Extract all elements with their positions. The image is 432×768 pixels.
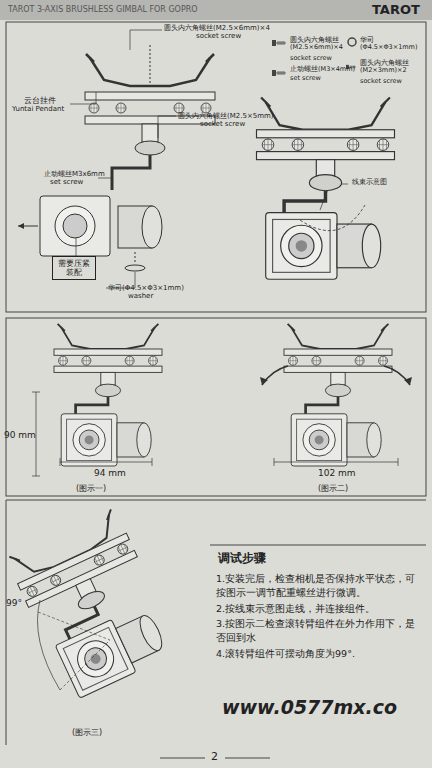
part-label: 2 [211,751,218,764]
part-label: (图示三) [72,728,102,737]
step-text: 1.安装完后，检查相机是否保持水平状态，可按图示一调节配重螺丝进行微调。 [216,572,424,600]
part-label: (图示二) [318,484,348,493]
part-label: socket screw [196,32,241,40]
part-label: 线束示意图 [352,178,387,186]
part-label: socket screw [360,78,402,85]
part-label: 华司(Φ4.5×Φ3×1mm) [108,284,184,292]
part-label: 华司(Φ4.5×Φ3×1mm) [360,37,424,52]
part-label: set screw [50,178,83,186]
part-label: 云台挂件 [24,96,56,105]
part-label: 止动螺丝M3x6mm [44,170,105,178]
part-label: 99° [6,598,22,608]
part-label: 圆头内六角螺丝(M2.5×6mm)×4 [164,24,270,32]
steps-list: 1.安装完后，检查相机是否保持水平状态，可按图示一调节配重螺丝进行微调。 2.按线… [216,572,424,663]
header-title: TAROT 3-AXIS BRUSHLESS GIMBAL FOR GOPRO [8,5,198,14]
step-text: 3.按图示二检查滚转臂组件在外力作用下，是否回到水 [216,617,424,645]
part-label: 90 mm [4,430,36,440]
note-box: 需要压紧装配 [52,256,96,280]
part-label: 止动螺丝(M3×4mm) [290,66,355,73]
part-label: washer [128,292,153,300]
part-label: 调试步骤 [218,552,266,566]
part-label: socket screw [290,55,332,62]
exploded-view [18,45,215,271]
part-label: socket screw [200,120,245,128]
part-label: 圆头内六角螺丝(M2.5×6mm)×4 [290,37,358,52]
part-label: Yuntai Pendant [12,105,64,113]
part-label: 94 mm [94,468,126,478]
step-text: 2.按线束示意图走线，并连接组件。 [216,602,424,616]
note-text: 需要压紧装配 [56,259,92,277]
part-label: 圆头内六角螺丝(M2.5×5mm) [178,112,274,120]
part-label: set screw [290,75,321,82]
part-label: www.0577mx.co [222,697,397,719]
brand-logo: TAROT [372,3,420,18]
part-label: (图示一) [76,484,106,493]
part-label: 102 mm [318,468,356,478]
step-text: 4.滚转臂组件可摆动角度为99°. [216,647,424,661]
part-label: 圆头内六角螺丝(M2×3mm)×2 [360,60,424,75]
